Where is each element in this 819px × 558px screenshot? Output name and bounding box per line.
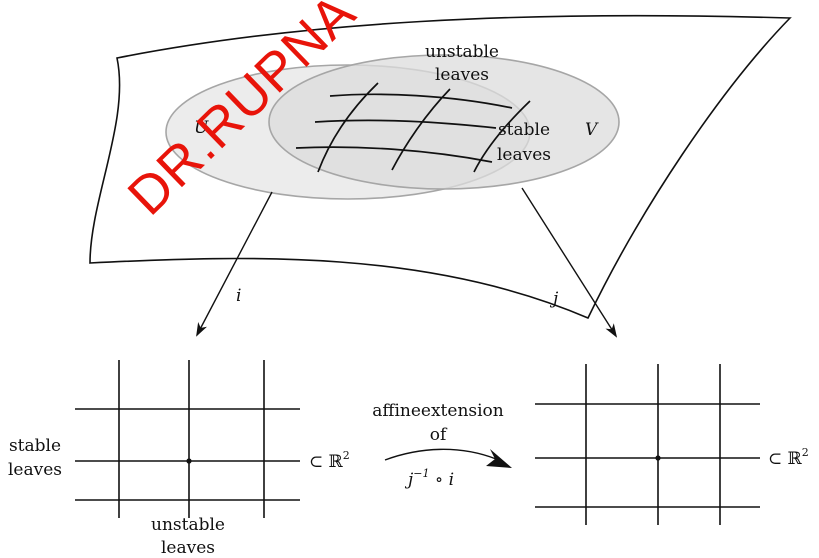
overlap-stable-label: stable <box>498 120 550 140</box>
transition-label: affineextension <box>372 401 504 421</box>
left-chart-grid <box>75 360 300 518</box>
left-stable-label: stable <box>9 436 61 456</box>
unstable-leaf-curve <box>317 82 379 173</box>
unstable-leaf-curve <box>473 100 531 173</box>
left-subset-r2: ⊂ ℝ2 <box>309 449 350 472</box>
stable-leaf-curve <box>314 119 497 129</box>
left-unstable-label: unstable <box>151 515 225 535</box>
unstable-leaf-curve <box>391 88 451 171</box>
overlap-unstable-label: leaves <box>435 65 489 85</box>
transition-label: of <box>430 425 448 445</box>
overlap-leaves <box>295 82 531 173</box>
overlap-unstable-label: unstable <box>425 42 499 62</box>
open-set-u-label: U <box>194 118 209 138</box>
map-i-label: i <box>236 286 241 306</box>
map-i-arrow <box>196 191 273 337</box>
left-chart-point <box>186 458 192 464</box>
map-j-label: j <box>549 289 559 309</box>
left-stable-label: leaves <box>8 460 62 480</box>
open-set-v <box>268 54 620 190</box>
stable-leaf-curve <box>329 93 513 109</box>
map-j-arrow <box>521 187 618 338</box>
overlap-stable-label: leaves <box>497 145 551 165</box>
right-chart-point <box>655 455 661 461</box>
open-set-v-label: V <box>585 120 599 140</box>
stable-leaf-curve <box>295 146 493 163</box>
transition-arrow <box>384 448 497 461</box>
transition-arrowhead <box>486 449 512 468</box>
right-subset-r2: ⊂ ℝ2 <box>768 446 809 469</box>
left-unstable-label: leaves <box>161 538 215 558</box>
transition-expression: j−1 ∘ i <box>404 467 454 490</box>
right-chart-grid <box>535 364 760 525</box>
